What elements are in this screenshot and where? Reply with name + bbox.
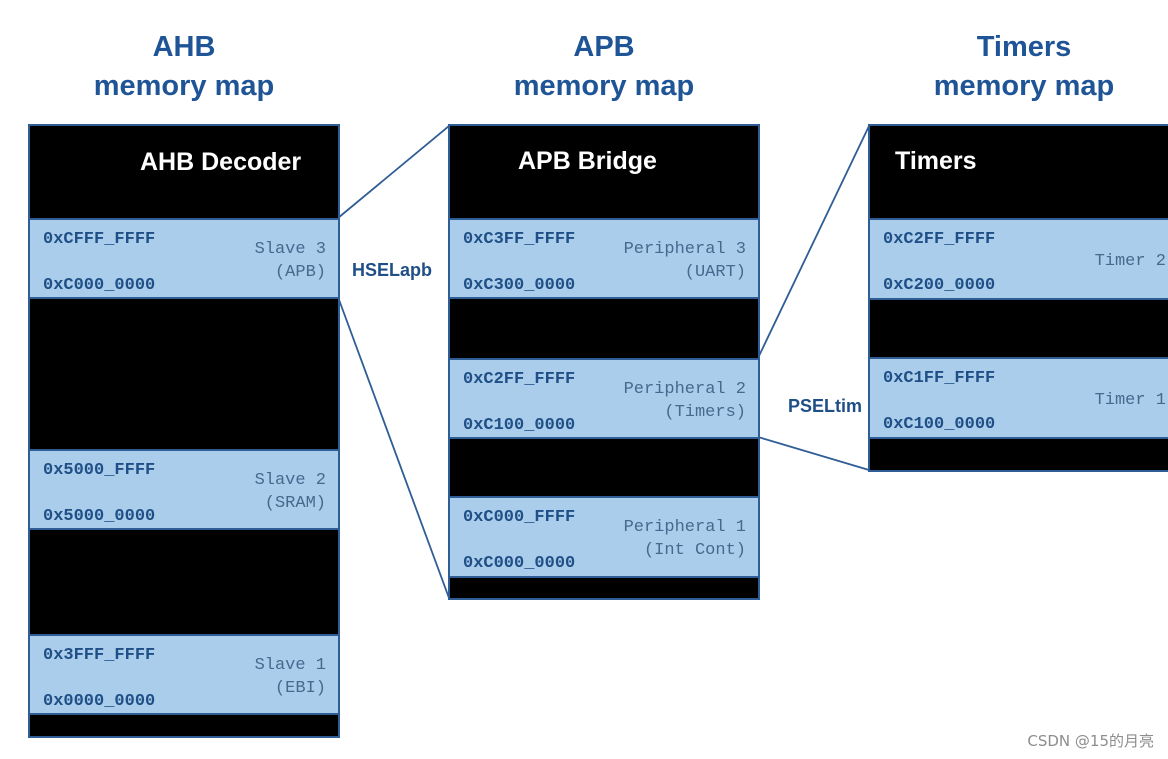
apb-memory-map: APB Bridge 0xC3FF_FFFF 0xC300_0000 Perip… [448,124,760,600]
ahb-region-slave3-low-address: 0xC000_0000 [43,276,156,295]
timers-region-timer1-label: Timer 1 [1095,389,1166,412]
ahb-region-slave3-label: Slave 3 (APB) [255,238,326,284]
timers-region-timer2: 0xC2FF_FFFF 0xC200_0000 Timer 2 [870,218,1168,300]
apb-region-peripheral2-high-address: 0xC2FF_FFFF [463,370,576,389]
apb-region-peripheral3-type: (UART) [684,263,746,282]
apb-region-peripheral1-type: (Int Cont) [643,541,746,560]
ahb-region-slave2-low-address: 0x5000_0000 [43,507,156,526]
apb-region-peripheral1-name: Peripheral 1 [623,518,746,537]
apb-region-peripheral1: 0xC000_FFFF 0xC000_0000 Peripheral 1 (In… [450,496,758,578]
ahb-title: AHB memory map [54,28,314,106]
apb-region-peripheral2: 0xC2FF_FFFF 0xC100_0000 Peripheral 2 (Ti… [450,358,758,439]
timers-region-timer1-name: Timer 1 [1094,391,1166,410]
timers-region-timer1-high-address: 0xC1FF_FFFF [883,369,996,388]
timers-region-timer2-high-address: 0xC2FF_FFFF [883,230,996,249]
ahb-region-slave3: 0xCFFF_FFFF 0xC000_0000 Slave 3 (APB) [30,218,338,299]
timers-header: Timers [895,147,977,175]
ahb-region-slave2-type: (SRAM) [264,494,326,513]
timers-region-timer2-label: Timer 2 [1095,250,1166,273]
apb-region-peripheral3-high-address: 0xC3FF_FFFF [463,230,576,249]
apb-region-peripheral3: 0xC3FF_FFFF 0xC300_0000 Peripheral 3 (UA… [450,218,758,299]
ahb-decoder-header: AHB Decoder [140,148,302,176]
ahb-region-slave2-high-address: 0x5000_FFFF [43,461,156,480]
timers-title-line1: Timers [976,31,1072,63]
timers-region-timer1-low-address: 0xC100_0000 [883,415,996,434]
ahb-region-slave2: 0x5000_FFFF 0x5000_0000 Slave 2 (SRAM) [30,449,338,530]
apb-region-peripheral1-high-address: 0xC000_FFFF [463,508,576,527]
ahb-region-slave3-high-address: 0xCFFF_FFFF [43,230,156,249]
ahb-region-slave1-name: Slave 1 [254,656,326,675]
apb-region-peripheral1-label: Peripheral 1 (Int Cont) [624,516,746,562]
apb-region-peripheral1-low-address: 0xC000_0000 [463,554,576,573]
connector-ahb-apb-top [337,125,450,219]
ahb-region-slave1-label: Slave 1 (EBI) [255,654,326,700]
apb-region-peripheral3-low-address: 0xC300_0000 [463,276,576,295]
ahb-region-slave1: 0x3FFF_FFFF 0x0000_0000 Slave 1 (EBI) [30,634,338,715]
apb-region-peripheral3-name: Peripheral 3 [623,240,746,259]
apb-region-peripheral3-label: Peripheral 3 (UART) [624,238,746,284]
connector-ahb-apb-bottom [337,296,450,599]
connector-apb-timers-top [757,125,870,359]
timers-title: Timers memory map [894,28,1154,106]
timers-memory-map: Timers 0xC2FF_FFFF 0xC200_0000 Timer 2 0… [868,124,1168,472]
ahb-region-slave2-name: Slave 2 [254,471,326,490]
ahb-title-line2: memory map [93,70,275,102]
apb-region-peripheral2-type: (Timers) [664,403,746,422]
timers-region-timer2-name: Timer 2 [1094,252,1166,271]
ahb-region-slave3-type: (APB) [274,263,326,282]
apb-region-peripheral2-label: Peripheral 2 (Timers) [624,378,746,424]
watermark: CSDN @15的月亮 [1027,732,1154,750]
apb-title-line1: APB [573,31,635,63]
apb-region-peripheral2-low-address: 0xC100_0000 [463,416,576,435]
timers-region-timer2-low-address: 0xC200_0000 [883,276,996,295]
ahb-region-slave1-type: (EBI) [274,679,326,698]
apb-title-line2: memory map [513,70,695,102]
ahb-region-slave1-high-address: 0x3FFF_FFFF [43,646,156,665]
connector-apb-timers-bottom [757,436,870,471]
ahb-region-slave2-label: Slave 2 (SRAM) [255,469,326,515]
ahb-region-slave3-name: Slave 3 [254,240,326,259]
timers-region-timer1: 0xC1FF_FFFF 0xC100_0000 Timer 1 [870,357,1168,439]
ahb-title-line1: AHB [152,31,216,63]
apb-title: APB memory map [474,28,734,106]
apb-bridge-header: APB Bridge [518,147,657,175]
timers-title-line2: memory map [933,70,1115,102]
ahb-memory-map: AHB Decoder 0xCFFF_FFFF 0xC000_0000 Slav… [28,124,340,738]
hsel-apb-signal-label: HSELapb [352,260,433,280]
ahb-region-slave1-low-address: 0x0000_0000 [43,692,156,711]
psel-tim-signal-label: PSELtim [788,396,863,416]
apb-region-peripheral2-name: Peripheral 2 [623,380,746,399]
